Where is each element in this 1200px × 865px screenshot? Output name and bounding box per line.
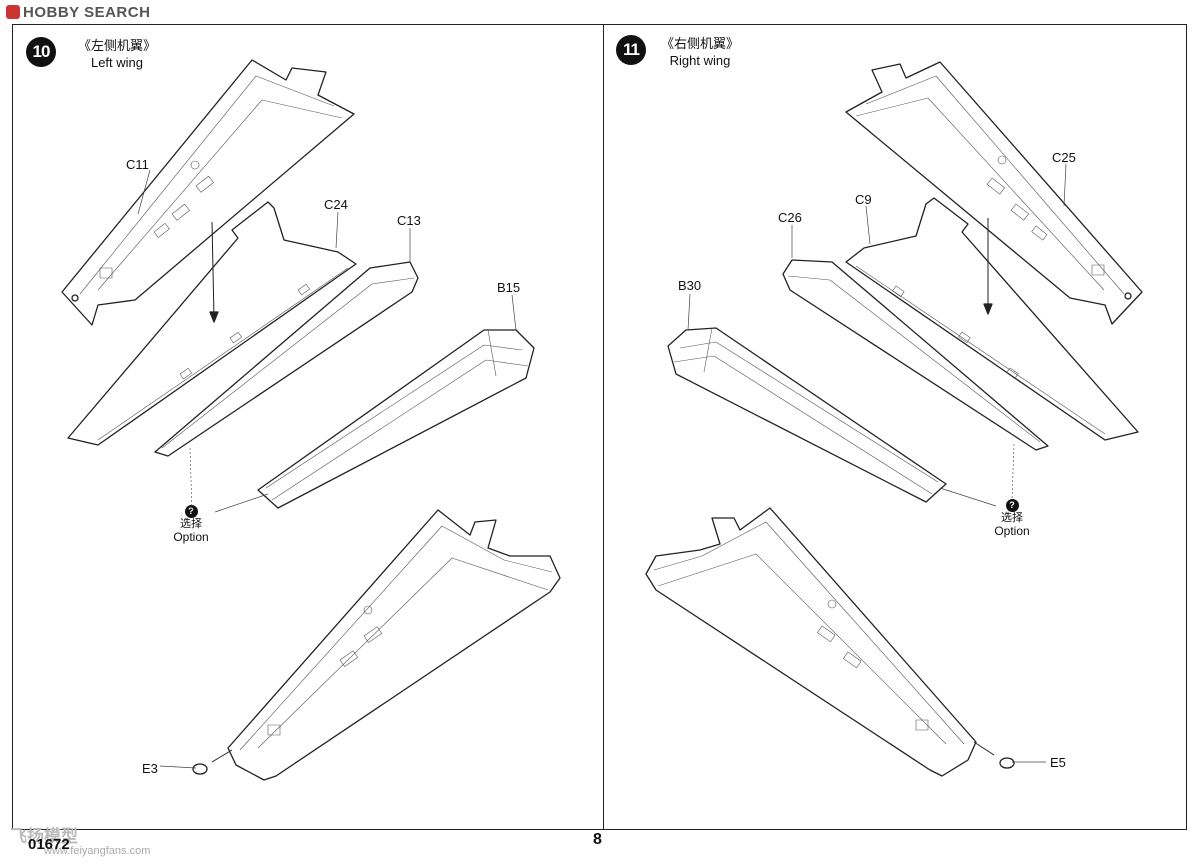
part-label-c9: C9 — [855, 192, 872, 207]
step-10-number: 10 — [26, 37, 56, 67]
question-icon: ? — [184, 505, 198, 518]
step-10-title-cn: 《左侧机翼》 — [77, 38, 156, 53]
step-11-title: 《右侧机翼》 Right wing — [655, 35, 745, 69]
step-11-number: 11 — [616, 35, 646, 65]
step-11-title-en: Right wing — [669, 53, 731, 68]
part-label-c24: C24 — [324, 197, 348, 212]
part-label-c13: C13 — [397, 213, 421, 228]
part-label-c26: C26 — [778, 210, 802, 225]
step-divider — [603, 24, 604, 830]
step-10-title: 《左侧机翼》 Left wing — [72, 37, 162, 71]
page-number: 8 — [593, 831, 602, 848]
right-flap-c9 — [845, 197, 1139, 441]
left-wing-assembled — [227, 509, 561, 781]
step-10-title-en: Left wing — [90, 55, 144, 70]
part-e5-pitot — [973, 741, 1046, 769]
question-icon: ? — [1005, 499, 1019, 512]
right-wing-upper-c25 — [845, 61, 1143, 325]
hobbysearch-logo-icon — [6, 5, 20, 19]
part-label-e3: E3 — [142, 761, 158, 776]
step-10-option-note: ? 选择 Option — [173, 505, 209, 544]
step-11-title-cn: 《右侧机翼》 — [660, 36, 739, 51]
left-wing-upper-c11 — [61, 59, 355, 326]
part-label-c25: C25 — [1052, 150, 1076, 165]
right-leading-edge-b30 — [667, 327, 997, 507]
site-watermark: 飞扬模型 — [10, 827, 78, 846]
doc-number: 01672 — [28, 836, 70, 853]
site-url-watermark: www.feiyangfans.com — [44, 845, 151, 857]
part-label-c11: C11 — [126, 157, 149, 172]
left-flap-c24 — [67, 201, 357, 446]
part-label-b30: B30 — [678, 278, 702, 293]
part-label-e5: E5 — [1050, 755, 1066, 770]
right-slat-c26 — [782, 259, 1049, 501]
part-label-b15: B15 — [497, 280, 521, 295]
left-leading-edge-b15 — [214, 329, 535, 513]
hobbysearch-watermark: HOBBY SEARCH — [6, 4, 150, 21]
page-frame — [12, 24, 1187, 830]
step-11-option-note: ? 选择 Option — [994, 499, 1030, 538]
part-e3-pitot — [159, 749, 233, 775]
right-wing-assembled — [645, 507, 977, 777]
left-slat-c13 — [154, 261, 419, 511]
